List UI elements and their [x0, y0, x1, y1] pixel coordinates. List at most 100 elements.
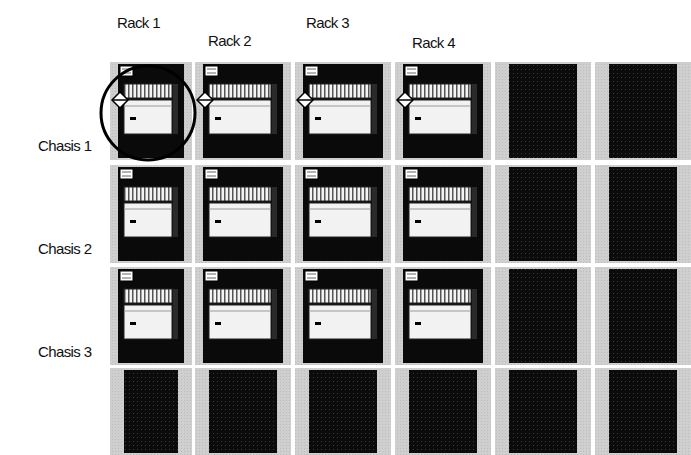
chassis-icon — [120, 271, 133, 281]
chassis-icon — [405, 66, 418, 76]
chassis-body — [118, 167, 184, 261]
chassis-label: Chasis 3 — [38, 343, 92, 361]
cell-ground — [195, 165, 291, 263]
module-slots — [124, 84, 172, 98]
module-panel — [409, 305, 471, 339]
cell-ground — [595, 267, 691, 365]
chassis-rail — [173, 84, 178, 134]
chassis-label: Chasis 2 — [38, 240, 92, 258]
panel-line — [209, 106, 271, 107]
cell-ground — [110, 368, 192, 455]
chassis-rail — [272, 289, 277, 339]
empty-slot — [309, 370, 377, 453]
module-slots — [309, 289, 371, 303]
icon-line — [407, 274, 416, 275]
chassis-icon — [305, 66, 318, 76]
status-led — [215, 322, 221, 325]
chassis-body — [303, 167, 383, 261]
icon-line — [207, 69, 216, 70]
panel-line — [309, 311, 371, 312]
panel-line — [209, 209, 271, 210]
panel-line — [124, 106, 172, 107]
module-slots — [409, 187, 471, 201]
icon-line — [407, 278, 416, 279]
chassis-rail — [173, 289, 178, 339]
empty-slot — [609, 64, 677, 158]
status-led — [315, 220, 321, 223]
empty-slot — [509, 167, 577, 261]
icon-line — [122, 172, 131, 173]
status-led — [215, 220, 221, 223]
cell-ground — [495, 165, 591, 263]
icon-line — [307, 73, 316, 74]
cell-ground — [195, 267, 291, 365]
status-led — [315, 322, 321, 325]
status-led — [415, 117, 421, 120]
chassis-rail — [472, 289, 477, 339]
module-slots — [124, 289, 172, 303]
chassis-rail — [372, 84, 377, 134]
chassis-rail — [173, 187, 178, 237]
icon-line — [307, 172, 316, 173]
cell-ground — [595, 62, 691, 160]
rack-label: Rack 2 — [208, 32, 251, 50]
empty-slot — [409, 370, 477, 453]
cell-ground — [395, 368, 491, 455]
cell-ground — [195, 368, 291, 455]
panel-line — [309, 106, 371, 107]
module-slots — [309, 187, 371, 201]
controller-diamond — [397, 92, 413, 108]
module-panel — [309, 100, 371, 134]
icon-line — [122, 278, 131, 279]
controller-diamond — [112, 92, 128, 108]
status-led — [315, 117, 321, 120]
empty-slot — [124, 370, 178, 453]
module-panel — [309, 305, 371, 339]
empty-slot — [609, 269, 677, 363]
status-led — [215, 117, 221, 120]
chassis-body — [203, 167, 283, 261]
cell-ground — [295, 165, 391, 263]
module-slots — [409, 84, 471, 98]
module-panel — [409, 100, 471, 134]
cell-ground — [295, 62, 391, 160]
module-panel — [124, 305, 172, 339]
icon-line — [207, 172, 216, 173]
icon-line — [307, 274, 316, 275]
chassis-body — [203, 269, 283, 363]
chassis-body — [118, 64, 184, 158]
panel-line — [209, 311, 271, 312]
cell-ground — [395, 62, 491, 160]
module-panel — [124, 203, 172, 237]
panel-line — [409, 209, 471, 210]
module-slots — [309, 84, 371, 98]
icon-line — [407, 176, 416, 177]
panel-line — [409, 106, 471, 107]
chassis-icon — [120, 169, 133, 179]
cell-ground — [395, 165, 491, 263]
panel-line — [309, 209, 371, 210]
chassis-body — [403, 269, 483, 363]
module-slots — [209, 187, 271, 201]
module-slots — [209, 84, 271, 98]
status-led — [130, 117, 136, 120]
empty-slot — [509, 269, 577, 363]
chassis-rail — [372, 187, 377, 237]
cell-ground — [295, 368, 391, 455]
cell-ground — [110, 165, 192, 263]
chassis-body — [118, 269, 184, 363]
cell-ground — [495, 267, 591, 365]
rack-label: Rack 1 — [117, 14, 160, 32]
icon-line — [207, 73, 216, 74]
diamond-line — [197, 99, 213, 101]
chassis-label: Chasis 1 — [38, 137, 92, 155]
cell-ground — [395, 267, 491, 365]
chassis-rail — [272, 187, 277, 237]
cell-ground — [195, 62, 291, 160]
module-panel — [209, 100, 271, 134]
status-led — [130, 322, 136, 325]
diamond-line — [112, 99, 128, 101]
cell-ground — [495, 368, 591, 455]
chassis-rail — [272, 84, 277, 134]
